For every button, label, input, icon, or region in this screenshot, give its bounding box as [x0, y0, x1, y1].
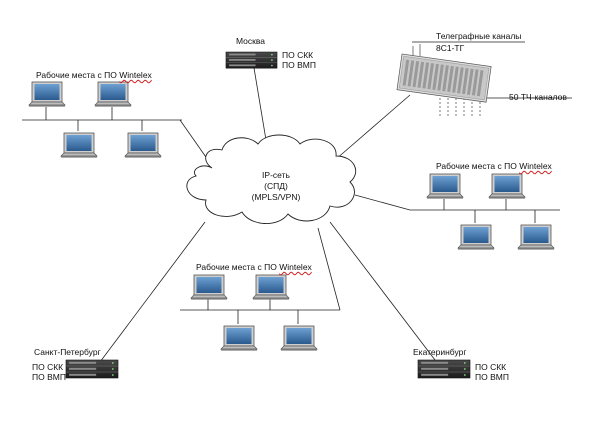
link-telegraph	[334, 94, 411, 161]
links	[22, 41, 572, 363]
laptop-icon	[190, 274, 228, 301]
ip-network-cloud	[186, 134, 357, 224]
cloud-line-3: (MPLS/VPN)	[251, 192, 301, 202]
laptop-icon	[94, 81, 132, 108]
laptop-icon	[28, 81, 66, 108]
workstations-label-top-left: Рабочие места с ПО Wintelex	[36, 70, 152, 80]
link-right-group	[354, 194, 411, 211]
telegraph-title: Телеграфные каналы	[436, 31, 522, 41]
moscow-city-label: Москва	[236, 36, 266, 46]
cloud-line-2: (СПД)	[264, 181, 288, 191]
laptop-icon	[124, 132, 162, 159]
laptop-icon	[280, 325, 318, 352]
moscow-server-label-1: ПО СКК	[282, 50, 314, 60]
ekb-server	[417, 359, 471, 379]
ekb-city-label: Екатеринбург	[413, 347, 467, 357]
moscow-server-label-2: ПО ВМП	[282, 60, 316, 70]
link-top-left	[179, 119, 209, 161]
ekb-server-label-1: ПО СКК	[475, 362, 507, 372]
link-center-group	[317, 227, 341, 311]
spb-server	[65, 359, 119, 379]
link-spb	[99, 221, 206, 363]
spb-server-label-2: ПО ВМП	[32, 372, 66, 382]
ekb-server-label-2: ПО ВМП	[475, 372, 509, 382]
laptop-icon	[457, 224, 495, 251]
cloud-line-1: IP-сеть	[262, 170, 290, 180]
laptop-icon	[426, 173, 464, 200]
laptop-icon	[488, 173, 526, 200]
spb-server-label-1: ПО СКК	[32, 362, 64, 372]
telegraph-subtitle: 8С1-ТГ	[436, 43, 465, 53]
laptop-icon	[517, 224, 555, 251]
spb-city-label: Санкт-Петербург	[34, 347, 101, 357]
laptop-icon	[60, 132, 98, 159]
laptop-icon	[220, 325, 258, 352]
laptop-icon	[252, 274, 290, 301]
workstations-label-right: Рабочие места с ПО Wintelex	[436, 161, 552, 171]
link-ekb	[329, 221, 436, 361]
telegraph-equipment	[396, 53, 492, 103]
tch-channels-label: 50 ТЧ-каналов	[509, 92, 567, 102]
moscow-server	[225, 51, 278, 69]
workstations-label-center: Рабочие места с ПО Wintelex	[196, 262, 312, 272]
